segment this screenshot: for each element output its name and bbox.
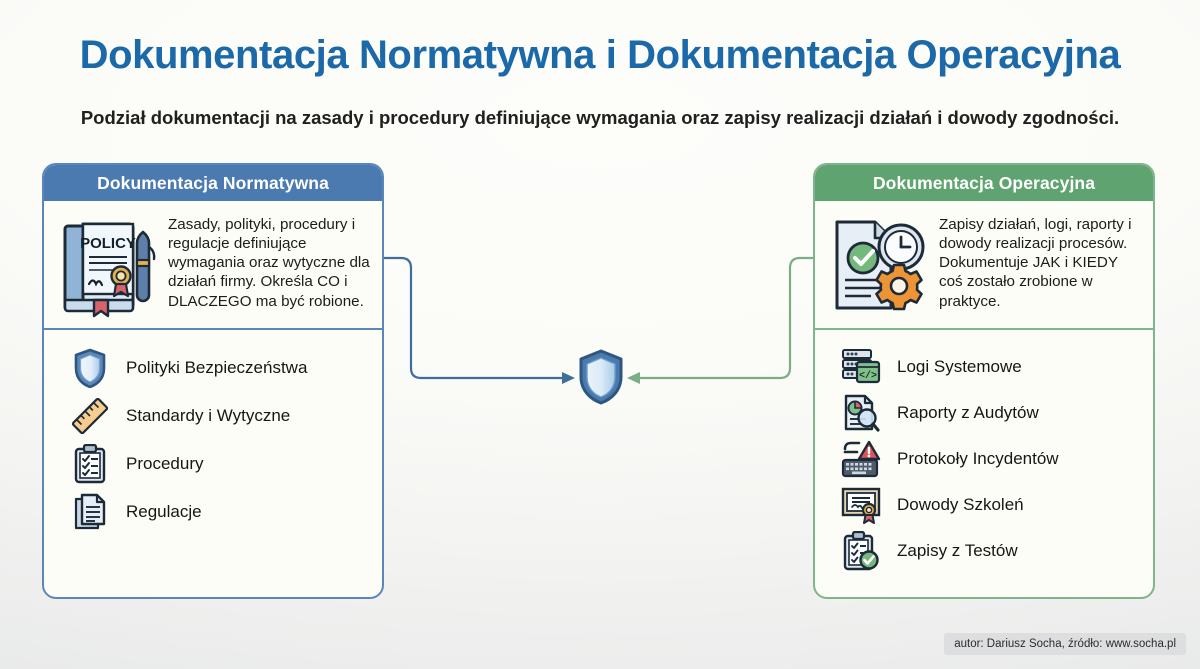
page-subtitle: Podział dokumentacji na zasady i procedu… — [80, 107, 1120, 128]
page-title: Dokumentacja Normatywna i Dokumentacja O… — [79, 33, 1121, 77]
right-panel-body: Zapisy działań, logi, raporty i dowody r… — [815, 201, 1153, 330]
left-panel-body: POLICY — [44, 201, 382, 330]
list-item[interactable]: Standardy i Wytyczne — [44, 392, 382, 440]
operational-documentation-panel: Dokumentacja Operacyjna — [813, 163, 1155, 599]
keyboard-warning-icon — [841, 440, 881, 478]
clipboard-check-icon — [841, 531, 881, 571]
left-panel-description: Zasady, polityki, procedury i regulacje … — [168, 216, 370, 310]
list-item-label: Protokoły Incydentów — [897, 449, 1059, 468]
right-connector-path — [638, 256, 818, 380]
right-arrow-head — [627, 372, 640, 384]
list-item[interactable]: Protokoły Incydentów — [815, 436, 1153, 482]
svg-text:</>: </> — [859, 370, 877, 382]
list-item[interactable]: Raporty z Audytów — [815, 390, 1153, 436]
policy-book-icon: POLICY — [54, 213, 158, 318]
list-item[interactable]: Regulacje — [44, 488, 382, 536]
author-credit: autor: Dariusz Socha, źródło: www.socha.… — [944, 633, 1186, 655]
list-item[interactable]: Procedury — [44, 440, 382, 488]
normative-documentation-panel: Dokumentacja Normatywna POLICY — [42, 163, 384, 599]
left-arrow-head — [562, 372, 575, 384]
shield-icon — [70, 348, 110, 388]
right-panel-header: Dokumentacja Operacyjna — [815, 165, 1153, 201]
list-item-label: Procedury — [126, 454, 204, 473]
right-panel-list: </> Logi Systemowe — [815, 330, 1153, 574]
list-item[interactable]: Dowody Szkoleń — [815, 482, 1153, 528]
document-clock-gear-icon — [825, 213, 929, 318]
list-item-label: Polityki Bezpieczeństwa — [126, 358, 308, 377]
clipboard-checklist-icon — [70, 444, 110, 484]
server-code-icon: </> — [841, 348, 881, 386]
documents-icon — [70, 492, 110, 532]
left-connector-path — [382, 256, 564, 380]
right-panel-description: Zapisy działań, logi, raporty i dowody r… — [939, 216, 1132, 310]
list-item-label: Logi Systemowe — [897, 357, 1022, 376]
list-item-label: Regulacje — [126, 502, 202, 521]
left-panel-list: Polityki Bezpieczeństwa — [44, 330, 382, 536]
list-item-label: Dowody Szkoleń — [897, 495, 1024, 514]
ruler-icon — [70, 397, 110, 435]
list-item[interactable]: Polityki Bezpieczeństwa — [44, 344, 382, 392]
certificate-icon — [841, 486, 881, 524]
list-item-label: Raporty z Audytów — [897, 403, 1039, 422]
list-item-label: Standardy i Wytyczne — [126, 406, 291, 425]
svg-text:POLICY: POLICY — [80, 235, 136, 252]
list-item-label: Zapisy z Testów — [897, 541, 1018, 560]
left-panel-header: Dokumentacja Normatywna — [44, 165, 382, 201]
report-magnifier-icon — [841, 393, 881, 433]
list-item[interactable]: Zapisy z Testów — [815, 528, 1153, 574]
center-shield-icon — [579, 349, 623, 405]
list-item[interactable]: </> Logi Systemowe — [815, 344, 1153, 390]
